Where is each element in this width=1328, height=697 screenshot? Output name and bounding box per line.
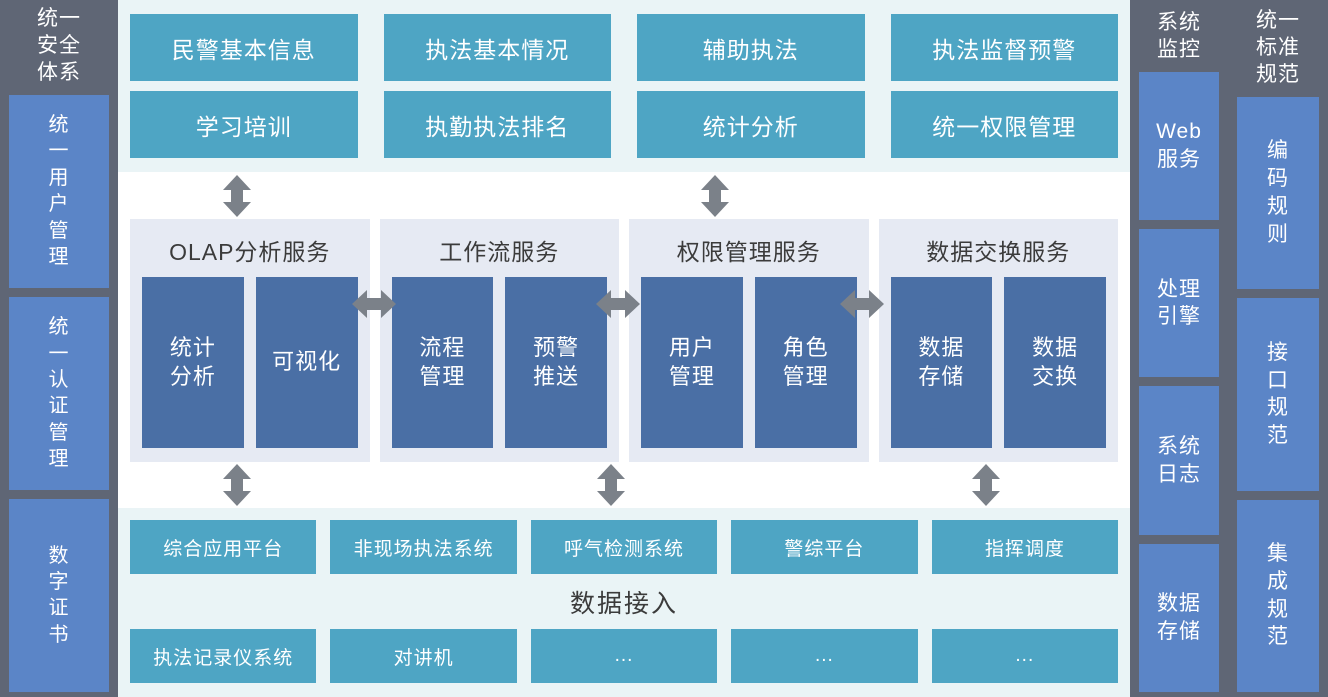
arrow-left-right-icon [596, 289, 640, 319]
application-row-1: 民警基本信息 执法基本情况 辅助执法 执法监督预警 [130, 14, 1118, 81]
rail-item-unified-auth-management[interactable]: 统 一 认 证 管 理 [9, 296, 109, 490]
data-cell-breath-test-system[interactable]: 呼气检测系统 [530, 520, 718, 574]
service-panel-boxes: 统计 分析 可视化 [142, 277, 358, 448]
svc-box-data-exchange[interactable]: 数据 交换 [1004, 277, 1106, 448]
data-access-row-bottom: 执法记录仪系统 对讲机 ... ... ... [130, 629, 1119, 683]
data-cell-police-integrated-platform[interactable]: 警综平台 [731, 520, 918, 574]
svc-box-data-storage[interactable]: 数据 存储 [890, 277, 993, 448]
arrow-up-down-icon [700, 175, 730, 217]
application-layer: 民警基本信息 执法基本情况 辅助执法 执法监督预警 学习培训 执勤执法排名 统计… [118, 0, 1130, 172]
data-cell-offsite-enforcement-system[interactable]: 非现场执法系统 [330, 520, 517, 574]
arrow-up-down-icon [222, 464, 252, 506]
left-rail-title: 统一 安全 体系 [37, 7, 81, 84]
rail-item-digital-certificate[interactable]: 数 字 证 书 [9, 498, 109, 692]
data-cell-command-dispatch[interactable]: 指挥调度 [931, 520, 1119, 574]
service-panel-boxes: 数据 存储 数据 交换 [890, 277, 1106, 448]
application-row-2: 学习培训 执勤执法排名 统计分析 统一权限管理 [130, 91, 1118, 158]
app-cell-enforcement-basics[interactable]: 执法基本情况 [383, 14, 611, 81]
svc-box-user-management[interactable]: 用户 管理 [641, 277, 743, 448]
rail-item-unified-user-management[interactable]: 统 一 用 户 管 理 [9, 94, 109, 288]
data-cell-more-3[interactable]: ... [931, 629, 1119, 683]
service-layer: OLAP分析服务 统计 分析 可视化 工作流服务 流程 管理 预警 推送 权限管… [118, 219, 1130, 462]
rail-item-processing-engine[interactable]: 处理 引擎 [1139, 229, 1219, 378]
app-cell-enforcement-supervision-alert[interactable]: 执法监督预警 [890, 14, 1118, 81]
service-panel-title: 工作流服务 [439, 239, 560, 265]
service-panel-boxes: 流程 管理 预警 推送 [391, 277, 607, 448]
arrow-band-bottom [118, 462, 1130, 508]
standard-rail-title: 统一 标准 规范 [1256, 9, 1300, 86]
app-cell-duty-enforcement-ranking[interactable]: 执勤执法排名 [383, 91, 611, 158]
arrow-up-down-icon [222, 175, 252, 217]
service-panel-title: 数据交换服务 [926, 239, 1071, 265]
svc-box-statistical-analysis[interactable]: 统计 分析 [142, 277, 244, 448]
data-cell-more-2[interactable]: ... [731, 629, 918, 683]
service-panel-olap: OLAP分析服务 统计 分析 可视化 [130, 219, 370, 462]
app-cell-statistical-analysis[interactable]: 统计分析 [637, 91, 865, 158]
data-cell-law-enforcement-recorder-system[interactable]: 执法记录仪系统 [130, 629, 317, 683]
data-cell-walkie-talkie[interactable]: 对讲机 [330, 629, 517, 683]
arrow-band-top [118, 172, 1130, 219]
arrow-left-right-icon [840, 289, 884, 319]
right-rail-unified-standards: 统一 标准 规范 编 码 规 则 接 口 规 范 集 成 规 范 [1228, 0, 1328, 697]
rail-item-interface-spec[interactable]: 接 口 规 范 [1237, 298, 1319, 491]
rail-item-coding-rules[interactable]: 编 码 规 则 [1237, 96, 1319, 290]
service-panel-permission: 权限管理服务 用户 管理 角色 管理 [629, 219, 869, 462]
rail-item-data-storage[interactable]: 数据 存储 [1139, 543, 1219, 692]
app-cell-training[interactable]: 学习培训 [130, 91, 358, 158]
monitor-rail-title: 系统 监控 [1157, 11, 1201, 61]
service-panel-title: OLAP分析服务 [169, 239, 331, 265]
svc-box-process-management[interactable]: 流程 管理 [391, 277, 494, 448]
service-panel-workflow: 工作流服务 流程 管理 预警 推送 [379, 219, 619, 462]
data-access-row-top: 综合应用平台 非现场执法系统 呼气检测系统 警综平台 指挥调度 [130, 520, 1119, 574]
arrow-up-down-icon [596, 464, 626, 506]
data-cell-integrated-application-platform[interactable]: 综合应用平台 [130, 520, 317, 574]
app-cell-unified-permission-management[interactable]: 统一权限管理 [890, 91, 1118, 158]
arrow-up-down-icon [971, 464, 1001, 506]
service-panel-title: 权限管理服务 [676, 239, 821, 265]
svc-box-alert-push[interactable]: 预警 推送 [505, 277, 607, 448]
standard-rail-items: 编 码 规 则 接 口 规 范 集 成 规 范 [1228, 96, 1328, 697]
data-access-layer: 综合应用平台 非现场执法系统 呼气检测系统 警综平台 指挥调度 数据接入 执法记… [118, 508, 1130, 697]
rail-item-integration-spec[interactable]: 集 成 规 范 [1237, 499, 1319, 692]
rail-item-system-log[interactable]: 系统 日志 [1139, 386, 1219, 535]
center-column: 民警基本信息 执法基本情况 辅助执法 执法监督预警 学习培训 执勤执法排名 统计… [118, 0, 1130, 697]
svc-box-visualization[interactable]: 可视化 [255, 277, 358, 448]
svc-box-role-management[interactable]: 角色 管理 [754, 277, 857, 448]
app-cell-officer-basic-info[interactable]: 民警基本信息 [130, 14, 358, 81]
service-panel-boxes: 用户 管理 角色 管理 [641, 277, 857, 448]
service-panel-data-exchange: 数据交换服务 数据 存储 数据 交换 [878, 219, 1118, 462]
left-rail-security-system: 统一 安全 体系 统 一 用 户 管 理 统 一 认 证 管 理 数 字 证 书 [0, 0, 118, 697]
data-cell-more-1[interactable]: ... [530, 629, 718, 683]
monitor-rail-items: Web 服务 处理 引擎 系统 日志 数据 存储 [1130, 71, 1228, 697]
data-access-caption: 数据接入 [569, 589, 678, 618]
right-rail-system-monitoring: 系统 监控 Web 服务 处理 引擎 系统 日志 数据 存储 [1130, 0, 1228, 697]
rail-item-web-service[interactable]: Web 服务 [1139, 71, 1219, 221]
arrow-left-right-icon [352, 289, 396, 319]
app-cell-assisted-enforcement[interactable]: 辅助执法 [637, 14, 865, 81]
left-rail-items: 统 一 用 户 管 理 统 一 认 证 管 理 数 字 证 书 [0, 94, 118, 697]
